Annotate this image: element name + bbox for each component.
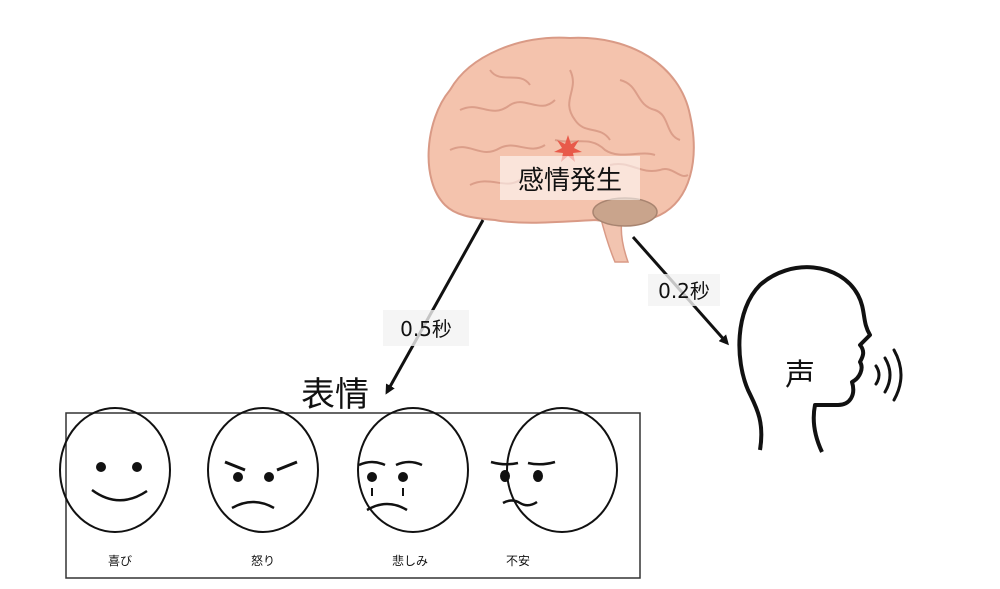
speaking-head-icon: 声 [737,265,903,453]
faces-panel [65,412,641,579]
face-anxiety: 不安 [490,407,618,568]
voice-label: 声 [785,358,815,393]
face-label-sadness: 悲しみ [392,553,428,568]
arrow-to-face [385,219,485,395]
spark-icon [554,135,582,162]
face-delay-label: 0.5秒 [400,317,452,341]
brain-illustration: 感情発生 [427,36,695,263]
expression-title: 表情 [301,375,369,415]
face-label-joy: 喜び [108,554,132,568]
face-label-anger: 怒り [251,553,275,568]
face-sadness: 悲しみ [357,407,469,568]
emotion-onset-label: 感情発生 [518,166,622,196]
face-label-anxiety: 不安 [506,553,530,568]
face-anger: 怒り [207,407,319,568]
voice-delay-label: 0.2秒 [658,279,710,303]
face-joy: 喜び [59,407,171,568]
sound-waves-icon [874,348,903,402]
